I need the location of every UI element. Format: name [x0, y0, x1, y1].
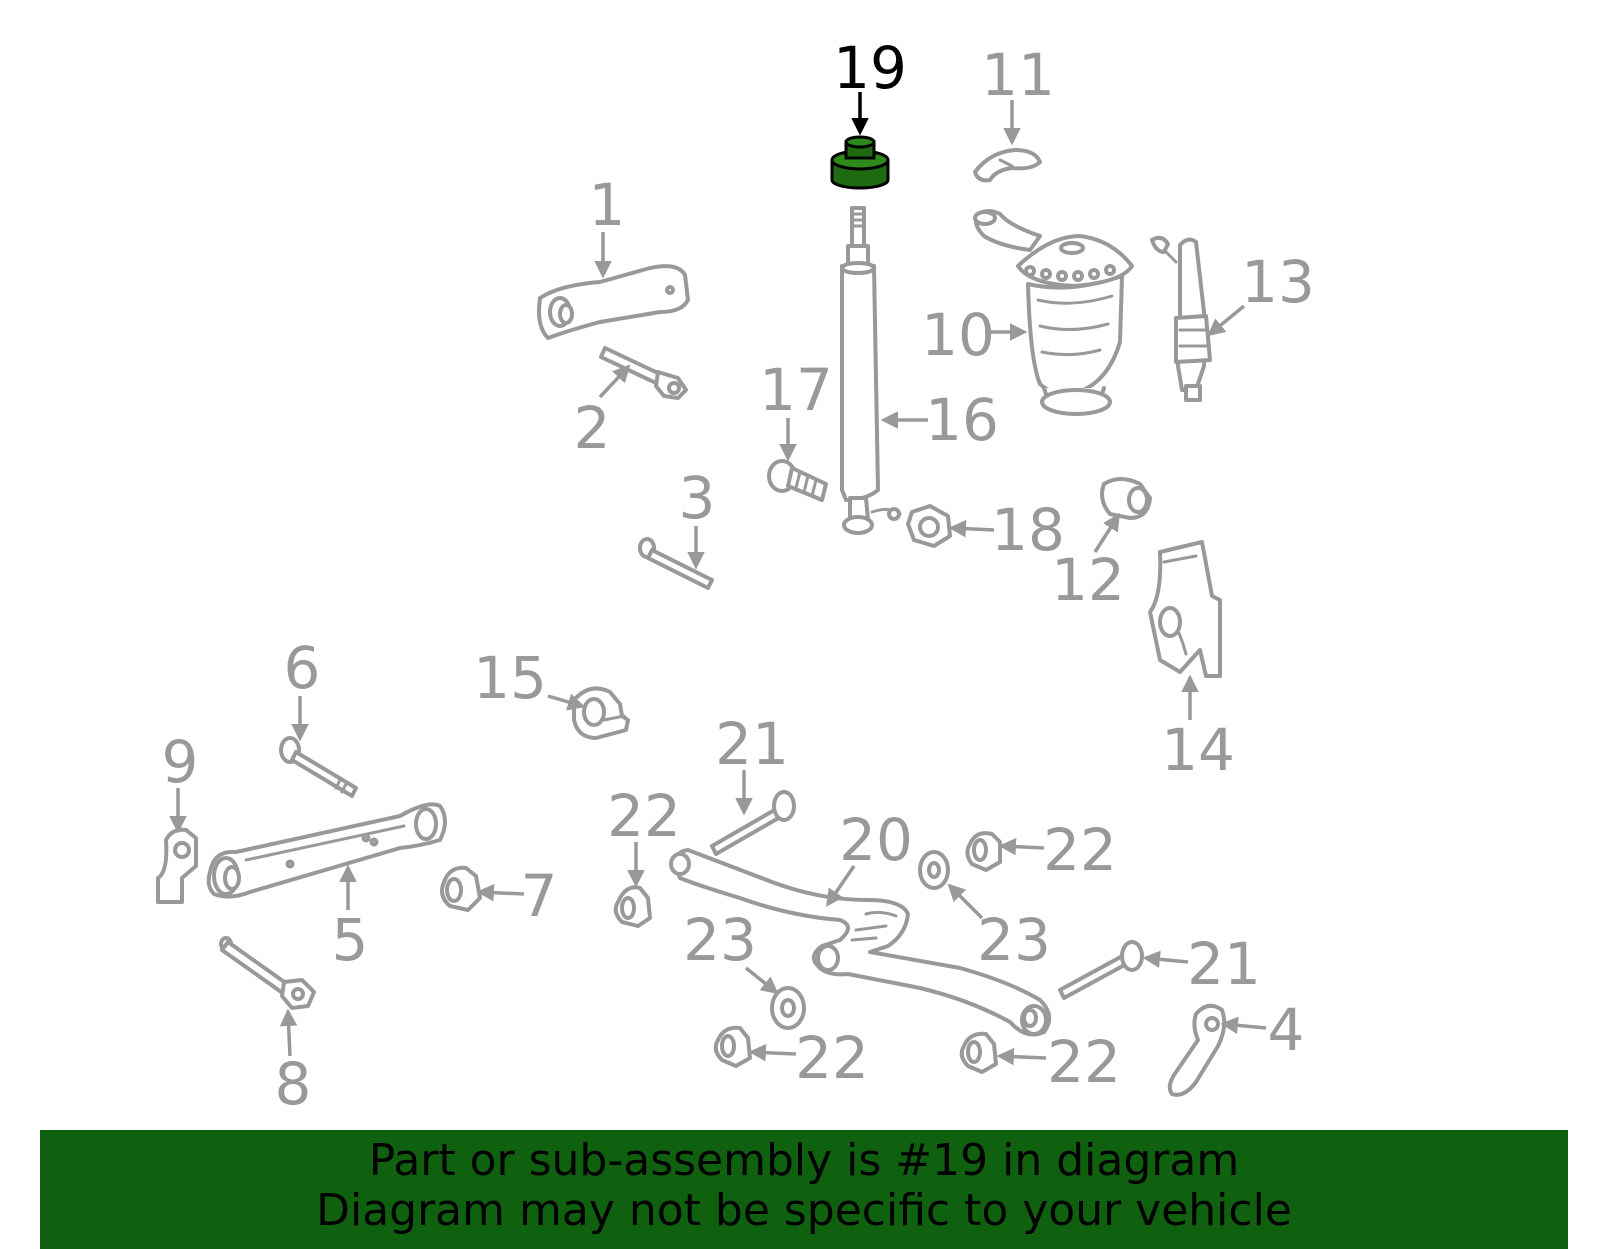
callout-3: 3	[679, 464, 716, 532]
part-15-stabilizer-bushing[interactable]	[572, 686, 630, 740]
part-16-shock-absorber[interactable]	[840, 206, 902, 535]
footer-notice-bar: Part or sub-assembly is #19 in diagram D…	[40, 1130, 1568, 1249]
callout-4-arrow	[1220, 1016, 1267, 1035]
callout-2-arrow	[598, 364, 631, 399]
part-7-bushing[interactable]	[440, 865, 482, 912]
callout-4: 4	[1268, 996, 1305, 1064]
callout-6: 6	[284, 634, 321, 702]
part-1-bracket[interactable]	[537, 264, 690, 340]
part-21-bolt-lower[interactable]	[1058, 940, 1144, 1000]
callout-22b: 22	[1043, 816, 1117, 884]
part-4-link[interactable]	[1167, 1003, 1227, 1097]
callout-21b: 21	[1187, 930, 1261, 998]
callout-17: 17	[759, 356, 833, 424]
part-22-nut-d[interactable]	[959, 1031, 998, 1074]
part-14-knuckle-bracket[interactable]	[1148, 540, 1222, 678]
callout-23a-arrow	[947, 883, 984, 920]
part-20-trailing-arm[interactable]	[669, 848, 1052, 1037]
callout-18: 18	[991, 496, 1065, 564]
part-22-nut-a[interactable]	[613, 885, 652, 928]
callout-22d-arrow	[996, 1047, 1047, 1066]
callout-23a: 23	[977, 906, 1051, 974]
callout-20: 20	[839, 806, 913, 874]
callout-7-arrow	[476, 883, 525, 902]
footer-line-disclaimer: Diagram may not be specific to your vehi…	[316, 1185, 1292, 1236]
footer-line-part-number: Part or sub-assembly is #19 in diagram	[368, 1135, 1240, 1186]
callout-9: 9	[162, 728, 199, 796]
callout-13: 13	[1241, 248, 1315, 316]
callout-15: 15	[473, 644, 547, 712]
callout-23b-arrow	[744, 966, 779, 995]
part-5-lower-control-arm[interactable]	[206, 802, 447, 899]
callout-14: 14	[1161, 716, 1235, 784]
part-12-bushing[interactable]	[1100, 477, 1152, 520]
callout-22c-arrow	[748, 1043, 797, 1062]
callout-16: 16	[925, 386, 999, 454]
callout-20-arrow	[826, 865, 856, 907]
part-22-nut-c[interactable]	[713, 1025, 752, 1068]
callout-5: 5	[332, 906, 369, 974]
callout-22a: 22	[607, 782, 681, 850]
callout-12: 12	[1051, 546, 1125, 614]
callout-12-arrow	[1093, 513, 1120, 553]
callout-7: 7	[521, 862, 558, 930]
exploded-parts-diagram: 19 11 1 2 16	[156, 34, 1315, 1118]
part-9-bracket[interactable]	[156, 827, 198, 904]
callout-1: 1	[589, 171, 626, 239]
callout-8: 8	[275, 1050, 312, 1118]
part-23-washer-b[interactable]	[770, 986, 806, 1030]
part-11-clip[interactable]	[973, 148, 1042, 183]
part-19-shock-mount[interactable]	[830, 135, 890, 190]
part-6-bolt[interactable]	[279, 736, 358, 798]
callout-22d: 22	[1047, 1028, 1121, 1096]
callout-22c: 22	[795, 1024, 869, 1092]
part-17-bolt[interactable]	[767, 459, 828, 502]
part-18-nut[interactable]	[906, 504, 952, 548]
callout-2: 2	[574, 394, 611, 462]
callout-15-arrow	[547, 693, 586, 711]
callout-13-arrow	[1207, 304, 1246, 337]
part-22-nut-b[interactable]	[965, 831, 1002, 872]
callout-10: 10	[921, 301, 995, 369]
callout-23b: 23	[683, 906, 757, 974]
part-8-bolt[interactable]	[219, 936, 316, 1010]
part-13-height-sensor[interactable]	[1150, 235, 1212, 402]
callout-8-arrow	[279, 1008, 298, 1057]
callout-21a: 21	[715, 710, 789, 778]
part-10-air-spring[interactable]	[973, 209, 1134, 416]
part-3-pin[interactable]	[638, 537, 714, 590]
part-2-bolt[interactable]	[599, 346, 688, 400]
callout-11: 11	[981, 41, 1055, 109]
callout-18-arrow	[948, 519, 995, 538]
part-23-washer-a[interactable]	[918, 850, 950, 890]
callout-19: 19	[833, 34, 907, 102]
part-21-bolt-upper[interactable]	[710, 790, 796, 856]
callout-21b-arrow	[1142, 950, 1189, 969]
callout-22b-arrow	[998, 837, 1045, 856]
